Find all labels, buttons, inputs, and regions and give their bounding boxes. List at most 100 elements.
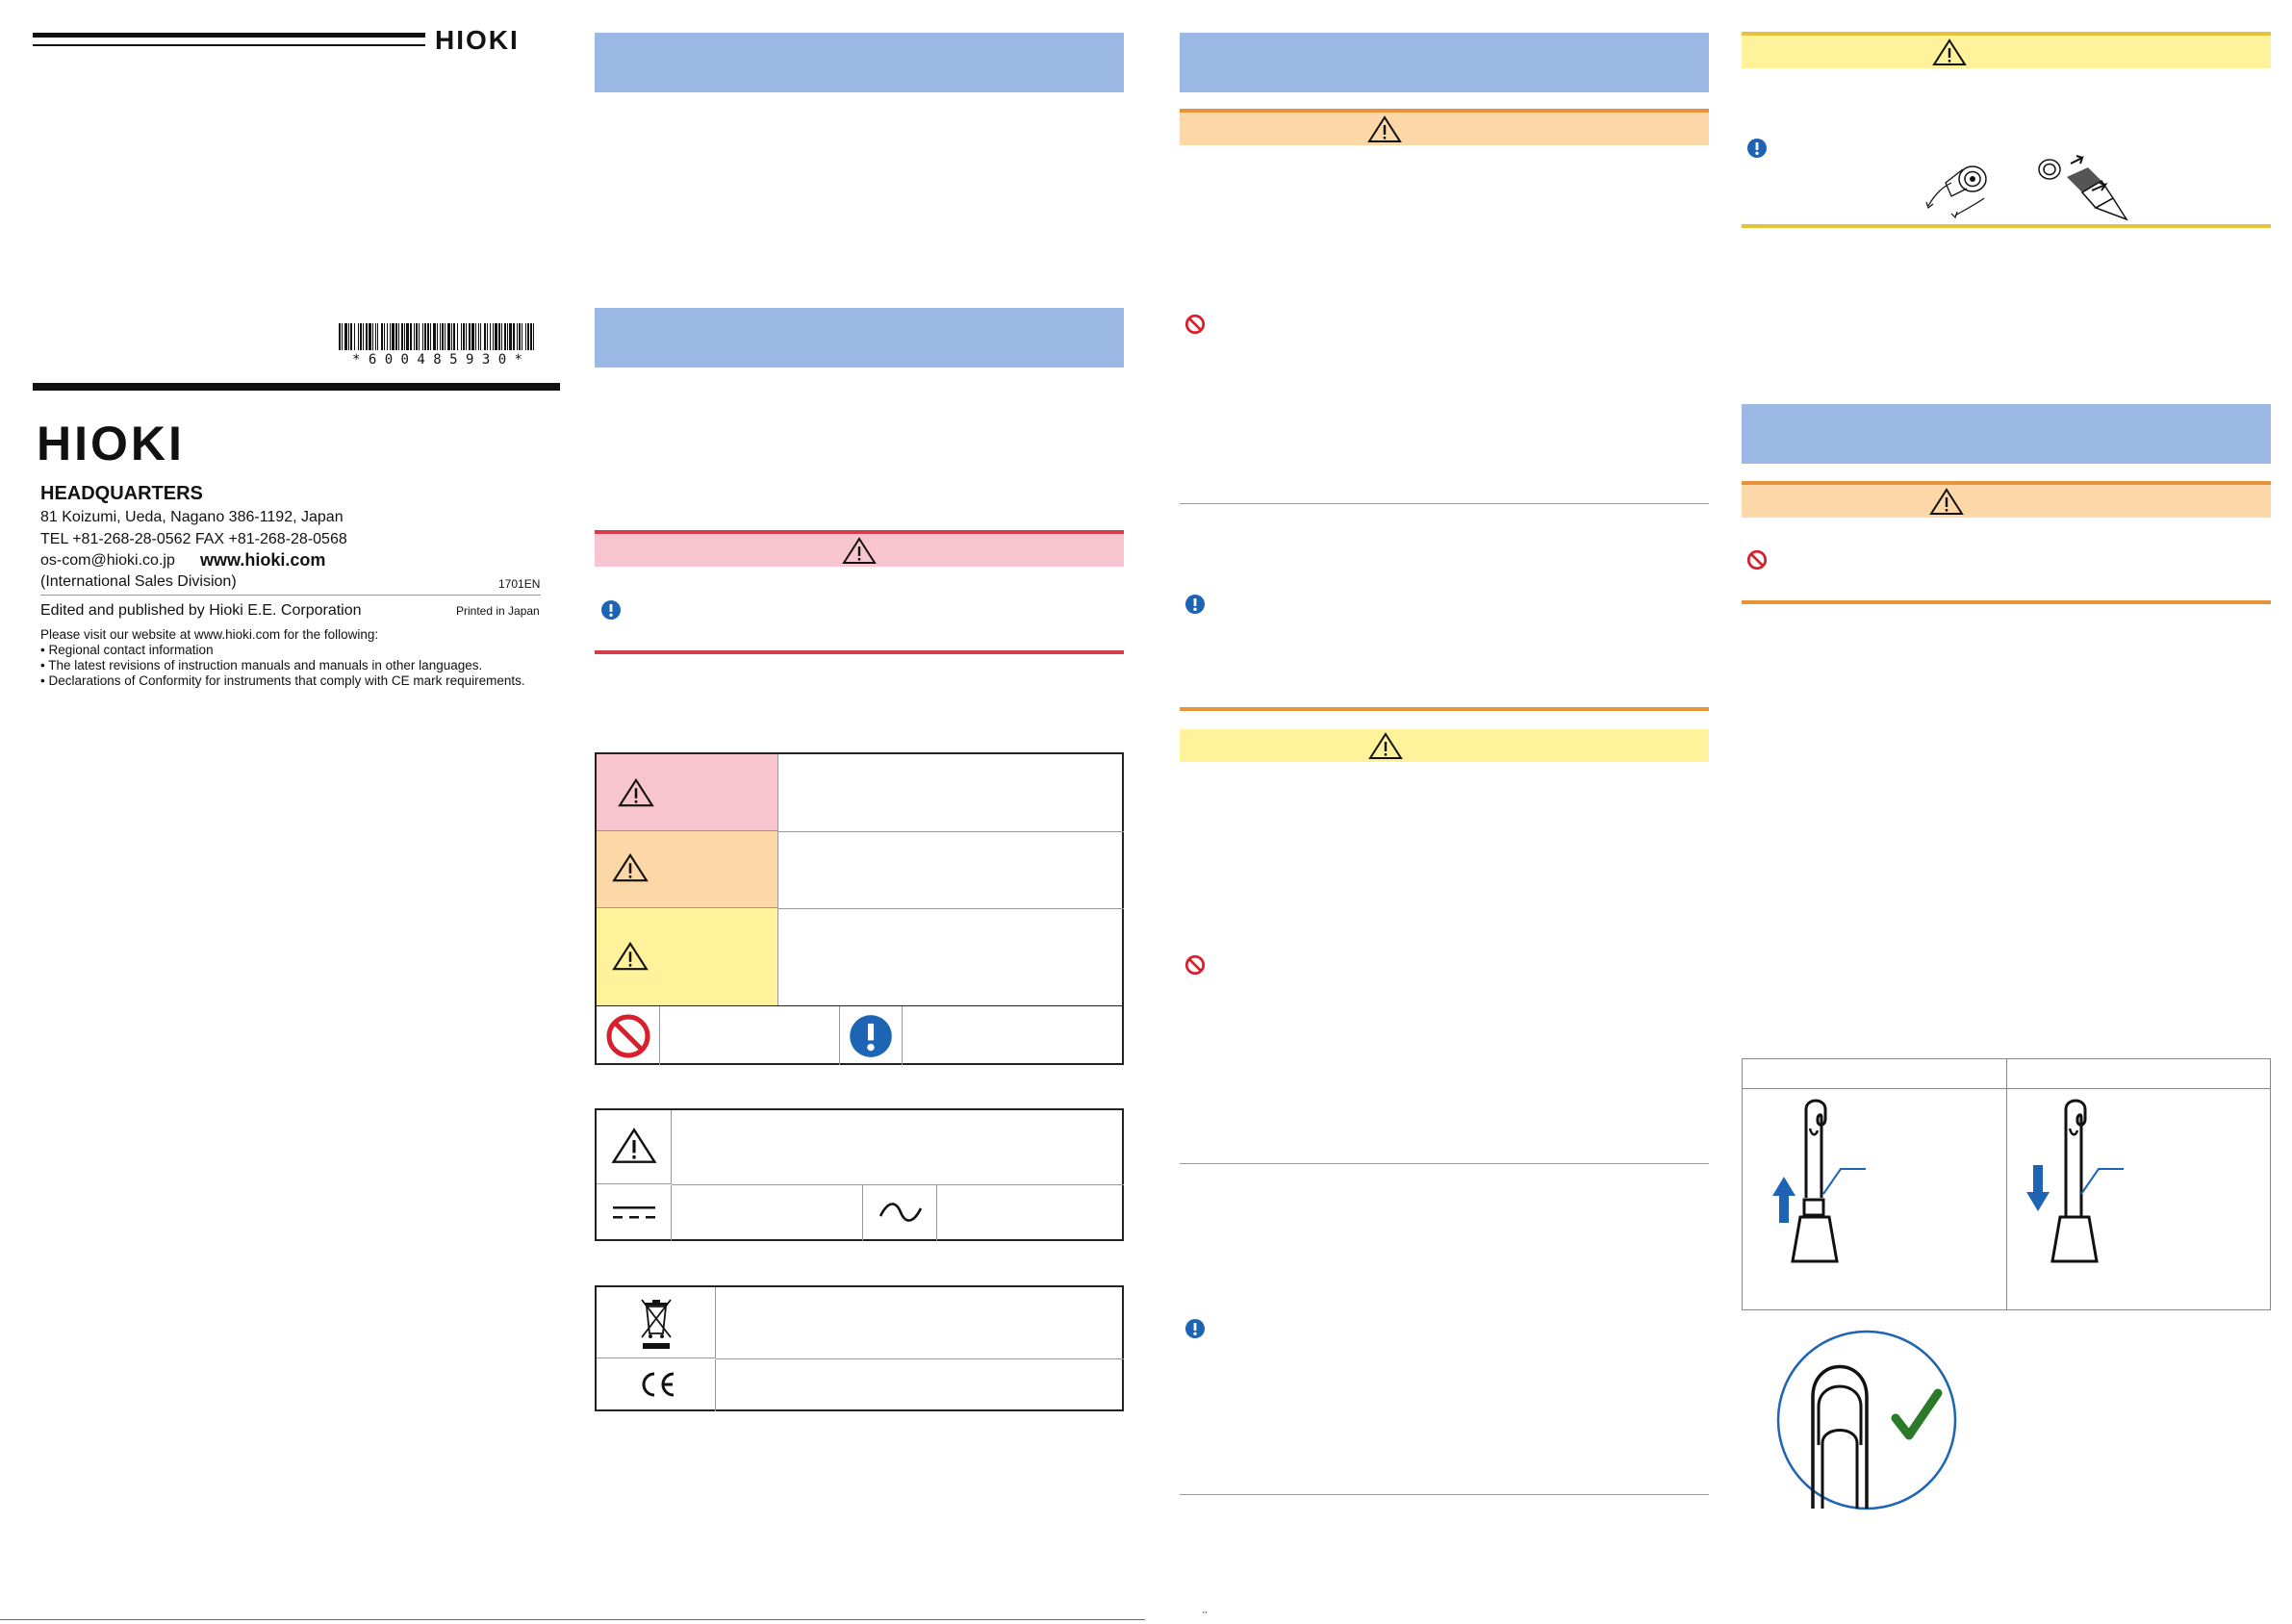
printed-in: Printed in Japan <box>456 604 540 618</box>
hq-division: (International Sales Division) <box>40 573 237 590</box>
warning-triangle-icon <box>1367 115 1402 142</box>
barcode-bar <box>424 323 426 350</box>
visit-intro: Please visit our website at www.hioki.co… <box>40 627 379 642</box>
warning-header <box>1742 485 2271 518</box>
barcode-bar <box>533 323 534 350</box>
table-divider <box>777 908 1124 909</box>
barcode-bar <box>471 323 474 350</box>
barcode-bar <box>525 323 526 350</box>
barcode-bar <box>519 323 521 350</box>
warning-triangle-icon <box>1932 38 1967 65</box>
barcode-bar <box>507 323 508 350</box>
caution-header <box>1742 36 2271 68</box>
prohibited-icon <box>1184 314 1206 335</box>
caution-cell <box>597 908 777 1005</box>
mandatory-icon <box>1184 594 1206 615</box>
table-divider <box>597 1005 1124 1006</box>
barcode-bar <box>358 323 359 350</box>
table-divider <box>777 831 1124 832</box>
warning-triangle-icon <box>611 1128 657 1163</box>
caution-bottom-line <box>1742 224 2271 228</box>
barcode-bar <box>487 323 488 350</box>
barcode-bar <box>442 323 444 350</box>
barcode-bar <box>360 323 362 350</box>
section-rule <box>1180 503 1709 504</box>
grip-closed-illustration <box>2022 1098 2214 1271</box>
top-double-rule-thin <box>33 44 425 46</box>
barcode-bar <box>384 323 385 350</box>
barcode-bar <box>430 323 431 350</box>
barcode-bar <box>392 323 395 350</box>
table-divider <box>716 1358 1124 1359</box>
warning-header <box>1180 113 1709 145</box>
barcode-bar <box>375 323 376 350</box>
warning-triangle-icon <box>618 777 654 807</box>
barcode-bar <box>457 323 458 350</box>
symbols-table <box>595 1108 1124 1241</box>
connector-twist-illustration <box>1923 154 1996 223</box>
hq-email-link[interactable]: os-com@hioki.co.jp <box>40 552 175 569</box>
barcode-bar <box>366 323 368 350</box>
dc-symbol-icon <box>597 1185 672 1241</box>
warning-triangle-icon <box>612 941 649 971</box>
barcode-bar <box>369 323 371 350</box>
barcode-bar <box>463 323 465 350</box>
visit-item: • Declarations of Conformity for instrum… <box>40 673 525 688</box>
hq-title: HEADQUARTERS <box>40 483 203 504</box>
section-header-bar <box>595 33 1124 92</box>
barcode-bar <box>395 323 397 350</box>
mandatory-icon <box>1746 138 1768 159</box>
section-header-bar <box>1742 404 2271 464</box>
section-divider-thick <box>33 383 560 391</box>
hq-address: 81 Koizumi, Ueda, Nagano 386-1192, Japan <box>40 509 344 525</box>
barcode-bar <box>414 323 415 350</box>
table-divider <box>2006 1059 2007 1309</box>
barcode-bar <box>451 323 452 350</box>
barcode-bar <box>363 323 364 350</box>
barcode-bar <box>484 323 486 350</box>
barcode-bar <box>416 323 418 350</box>
barcode-bar <box>354 323 355 350</box>
barcode-bar <box>461 323 462 350</box>
warning-bottom-line <box>1742 600 2271 604</box>
mandatory-icon <box>839 1006 903 1065</box>
danger-top-line <box>595 530 1124 534</box>
signal-word-table <box>595 752 1124 1065</box>
compliance-table <box>595 1285 1124 1411</box>
barcode-bar <box>530 323 532 350</box>
grip-open-illustration <box>1762 1098 1954 1271</box>
barcode-bar <box>350 323 352 350</box>
barcode-digits: * 6 0 0 4 8 5 9 3 0 * <box>351 352 522 368</box>
barcode-bar <box>398 323 399 350</box>
barcode-bar <box>445 323 446 350</box>
barcode-bar <box>410 323 412 350</box>
correct-grip-callout <box>1776 1330 1957 1510</box>
danger-header <box>595 534 1124 567</box>
section-header-bar <box>1180 33 1709 92</box>
barcode-bar <box>498 323 500 350</box>
barcode-bar <box>495 323 497 350</box>
barcode-bar <box>501 323 502 350</box>
barcode-bar <box>419 323 420 350</box>
table-divider <box>672 1184 1124 1185</box>
barcode-bar <box>404 323 405 350</box>
prohibited-icon <box>597 1006 660 1065</box>
top-double-rule-thick <box>33 33 425 38</box>
barcode-bar <box>406 323 409 350</box>
section-rule <box>1180 1163 1709 1164</box>
prohibited-icon <box>1746 549 1768 571</box>
weee-bin-icon <box>597 1287 716 1358</box>
barcode-bar <box>387 323 388 350</box>
barcode-bar <box>475 323 476 350</box>
visit-item: • The latest revisions of instruction ma… <box>40 658 483 672</box>
caution-header <box>1180 729 1709 762</box>
publisher-line: Edited and published by Hioki E.E. Corpo… <box>40 602 362 619</box>
caution-top-line <box>1742 32 2271 36</box>
barcode-bar <box>517 323 518 350</box>
warning-top-line <box>1742 481 2271 485</box>
barcode-bar <box>453 323 455 350</box>
hq-tel-fax: TEL +81-268-28-0562 FAX +81-268-28-0568 <box>40 531 347 547</box>
warning-triangle-icon <box>612 852 649 882</box>
website-link[interactable]: www.hioki.com <box>200 550 326 570</box>
hioki-logo-large: HIOKI <box>37 417 185 470</box>
